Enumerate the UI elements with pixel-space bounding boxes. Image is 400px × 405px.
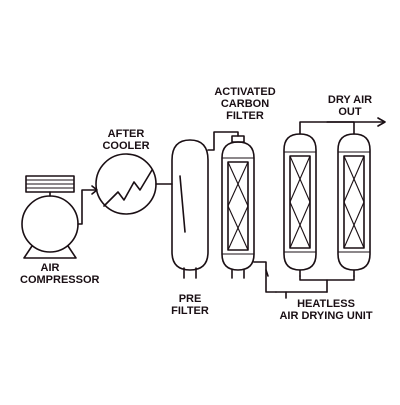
dry-air-out-label: DRY AIR OUT: [320, 94, 380, 118]
heatless-dryer-label: HEATLESS AIR DRYING UNIT: [270, 298, 382, 322]
after-cooler-label: AFTER COOLER: [96, 128, 156, 152]
dryer-tower-2-vessel: [337, 133, 371, 271]
compressor-body: [21, 195, 79, 253]
carbon-filter-label: ACTIVATED CARBON FILTER: [206, 86, 284, 122]
carbon-filter-bed: [227, 161, 249, 251]
pre-filter-symbol: [171, 139, 209, 279]
pre-filter-label: PRE FILTER: [168, 293, 212, 317]
dryer-top-header: [299, 121, 355, 135]
pre-filter-label-line-2: FILTER: [171, 305, 209, 317]
pipe-carbon-to-dryer: [253, 261, 277, 293]
dryer-tower-1-bed: [289, 155, 311, 249]
air-compressor-label: AIR COMPRESSOR: [20, 262, 100, 286]
carbon-filter-label-line-1: ACTIVATED: [214, 86, 276, 98]
pre-filter-vessel: [171, 139, 209, 271]
dryer-tower-1-vessel: [283, 133, 317, 271]
pipe-compressor-to-cooler: [77, 189, 97, 225]
after-cooler-label-line-2: COOLER: [102, 140, 150, 152]
carbon-filter-label-line-3: FILTER: [226, 110, 264, 122]
pre-filter-element: [179, 175, 186, 233]
carbon-filter-top-flange: [231, 135, 245, 143]
pipe-bend-mark: [265, 269, 269, 277]
pipe-prefilter-to-carbon: [207, 131, 239, 151]
air-compressor-label-line-2: COMPRESSOR: [20, 274, 100, 286]
air-compressor-symbol: [21, 175, 79, 259]
air-compressor-label-line-1: AIR: [40, 262, 60, 274]
pre-filter-label-line-1: PRE: [178, 293, 202, 305]
after-cooler-symbol: [95, 153, 157, 215]
cooler-zigzag-coil: [103, 169, 153, 207]
dryer-tower-2-bed: [343, 155, 365, 249]
compressor-base: [23, 245, 77, 259]
after-cooler-label-line-1: AFTER: [107, 128, 145, 140]
dry-air-out-arrow: [377, 117, 386, 127]
dryer-tower-1: [283, 133, 317, 277]
carbon-filter-symbol: [221, 135, 255, 279]
dry-air-out-label-line-1: DRY AIR: [327, 94, 373, 106]
dry-air-out-label-line-2: OUT: [338, 106, 362, 118]
heatless-dryer-label-line-1: HEATLESS: [297, 298, 355, 310]
dryer-tower-2: [337, 133, 371, 277]
heatless-dryer-label-line-2: AIR DRYING UNIT: [279, 310, 373, 322]
carbon-filter-label-line-2: CARBON: [220, 98, 270, 110]
